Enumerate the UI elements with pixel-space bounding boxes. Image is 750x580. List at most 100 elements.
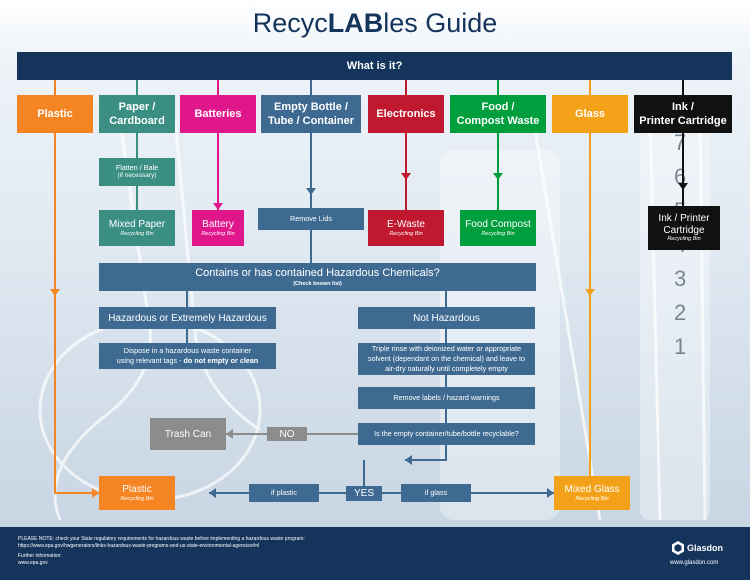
no-text: NO — [279, 428, 295, 440]
title-part: Recyc — [252, 8, 328, 38]
bin-name: Ink / Printer Cartridge — [658, 213, 710, 236]
yes-label: YES — [346, 486, 382, 501]
category-ink: Ink / Printer Cartridge — [634, 95, 732, 133]
bin-name: Mixed Glass — [564, 483, 620, 495]
remove-labels-text: Remove labels / hazard warnings — [393, 393, 500, 403]
hazard-question-bar: Contains or has contained Hazardous Chem… — [99, 263, 536, 291]
bin-label: Recycling Bin — [120, 230, 154, 237]
dispose-hazardous-step: Dispose in a hazardous waste container u… — [99, 343, 276, 369]
glasdon-logo: Glasdon — [672, 539, 742, 557]
dispose-text-line2: using relevant tags - do not empty or cl… — [117, 356, 258, 366]
category-label: Electronics — [376, 107, 436, 120]
category-plastic: Plastic — [17, 95, 93, 133]
category-label: Paper / Cardboard — [109, 100, 165, 127]
flatten-bale-step: Flatten / Bale (if necessary) — [99, 158, 175, 186]
bin-label: Recycling Bin — [120, 495, 154, 502]
category-label: Empty Bottle / Tube / Container — [268, 100, 354, 127]
trash-can-bin: Trash Can — [150, 418, 226, 450]
recyclable-question-step: Is the empty container/tube/bottle recyc… — [358, 423, 535, 445]
category-empty-bottle: Empty Bottle / Tube / Container — [261, 95, 361, 133]
food-path-arrowhead — [493, 173, 503, 180]
bin-ewaste: E-Waste Recycling Bin — [368, 210, 444, 246]
glass-scale-number: 1 — [674, 334, 686, 359]
category-label: Ink / Printer Cartridge — [639, 100, 727, 127]
bin-label: Recycling Bin — [575, 495, 609, 502]
yes-text: YES — [353, 488, 374, 499]
glass-scale-number: 2 — [674, 300, 686, 325]
not-hazardous-label: Not Hazardous — [413, 312, 480, 324]
category-electronics: Electronics — [368, 95, 444, 133]
yes-return-path — [405, 445, 447, 461]
category-label: Glass — [575, 107, 605, 120]
plastic-bin-path-arrowhead — [92, 488, 99, 498]
bin-label: Recycling Bin — [201, 230, 235, 237]
bin-label: Recycling Bin — [667, 236, 701, 243]
hazardous-box: Hazardous or Extremely Hazardous — [99, 307, 276, 329]
recyclable-question-text: Is the empty container/tube/bottle recyc… — [374, 429, 519, 439]
no-label: NO — [267, 427, 307, 441]
if-plastic-label: if plastic — [249, 484, 319, 502]
bin-mixed-glass: Mixed Glass Recycling Bin — [554, 476, 630, 510]
not-hazardous-box: Not Hazardous — [358, 307, 535, 329]
category-label: Batteries — [194, 107, 242, 120]
category-glass: Glass — [552, 95, 628, 133]
brand-name: Glasdon — [687, 543, 724, 553]
glasdon-site-link[interactable]: www.glasdon.com — [670, 560, 719, 566]
bin-name: Plastic — [122, 483, 152, 495]
step-note: (if necessary) — [117, 172, 157, 180]
category-batteries: Batteries — [180, 95, 256, 133]
electronics-path-arrowhead — [401, 173, 411, 180]
batteries-path-arrowhead — [213, 203, 223, 210]
if-glass-label: if glass — [401, 484, 471, 502]
further-info-label: Further information: — [18, 552, 62, 559]
glass-scale-number: 3 — [674, 266, 686, 291]
if-glass-text: if glass — [424, 488, 448, 498]
category-label: Food / Compost Waste — [456, 100, 540, 127]
footer: PLEASE NOTE: check your State regulatory… — [0, 527, 750, 580]
bin-name: E-Waste — [387, 218, 425, 230]
bin-mixed-paper: Mixed Paper Recycling Bin — [99, 210, 175, 246]
no-path-arrowhead — [226, 429, 233, 439]
hazardous-label: Hazardous or Extremely Hazardous — [108, 312, 267, 324]
category-label: Plastic — [37, 107, 73, 120]
plastic-path-arrowhead — [50, 289, 60, 296]
category-food: Food / Compost Waste — [450, 95, 546, 133]
bin-plastic: Plastic Recycling Bin — [99, 476, 175, 510]
rinse-text: Triple rinse with deionized water or app… — [367, 344, 526, 373]
if-glass-path-arrowhead — [547, 488, 554, 498]
bottle-path-arrowhead — [306, 188, 316, 195]
footer-note-text: PLEASE NOTE: check your State regulatory… — [18, 536, 305, 542]
ink-path-arrowhead — [678, 183, 688, 190]
dispose-warning: do not empty or clean — [183, 356, 259, 365]
bin-name: Food Compost — [465, 218, 531, 230]
yes-return-path-arrowhead — [405, 455, 412, 465]
dispose-text: Dispose in a hazardous waste container — [123, 346, 252, 356]
bin-label: Recycling Bin — [481, 230, 515, 237]
plastic-bin-path — [54, 296, 99, 494]
page-title: RecycLABles Guide — [0, 8, 750, 39]
bin-label: Recycling Bin — [389, 230, 423, 237]
category-paper: Paper / Cardboard — [99, 95, 175, 133]
bin-food-compost: Food Compost Recycling Bin — [460, 210, 536, 246]
question-bar: What is it? — [17, 52, 732, 80]
question-text: What is it? — [346, 59, 403, 72]
bin-ink-cartridge: Ink / Printer Cartridge Recycling Bin — [648, 206, 720, 250]
footer-note: PLEASE NOTE: check your State regulatory… — [18, 536, 558, 567]
bin-name: Mixed Paper — [108, 218, 166, 230]
if-plastic-text: if plastic — [271, 488, 297, 498]
epa-site-link[interactable]: www.epa.gov — [18, 559, 48, 566]
bin-battery: Battery Recycling Bin — [192, 210, 244, 246]
glass-path-arrowhead — [585, 289, 595, 296]
epa-link[interactable]: https://www.epa.gov/hwgenerators/links-h… — [18, 543, 260, 550]
hazard-question-text: Contains or has contained Hazardous Chem… — [195, 267, 440, 280]
title-part-bold: LAB — [327, 8, 384, 38]
hazard-question-note: (Check known list) — [293, 280, 342, 287]
remove-labels-step: Remove labels / hazard warnings — [358, 387, 535, 409]
step-text: Remove Lids — [290, 214, 332, 224]
glasdon-logo-icon — [672, 541, 684, 555]
trash-label: Trash Can — [164, 428, 212, 440]
title-part: les Guide — [383, 8, 498, 38]
remove-lids-step: Remove Lids — [258, 208, 364, 230]
bin-name: Battery — [202, 218, 234, 230]
